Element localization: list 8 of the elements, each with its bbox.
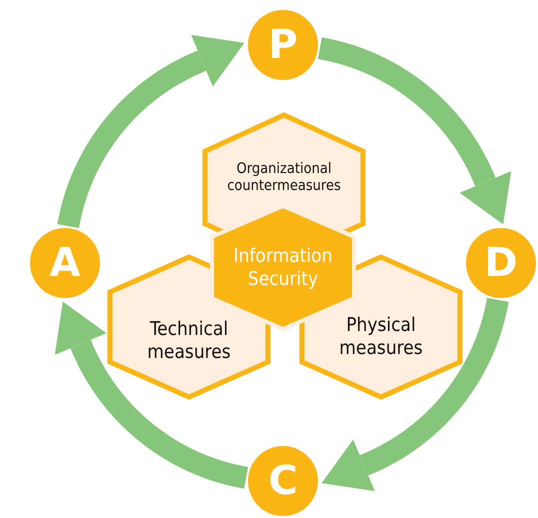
phase-letter: D — [484, 239, 518, 287]
phase-letter: P — [268, 21, 298, 69]
measure-label: Physical measures — [338, 314, 424, 360]
measure-label: Technical measures — [146, 318, 232, 364]
center-label: Information Security — [232, 244, 334, 290]
phase-letter: A — [50, 239, 80, 287]
phase-letter: C — [268, 457, 298, 505]
measure-label: Organizational countermeasures — [226, 160, 342, 196]
